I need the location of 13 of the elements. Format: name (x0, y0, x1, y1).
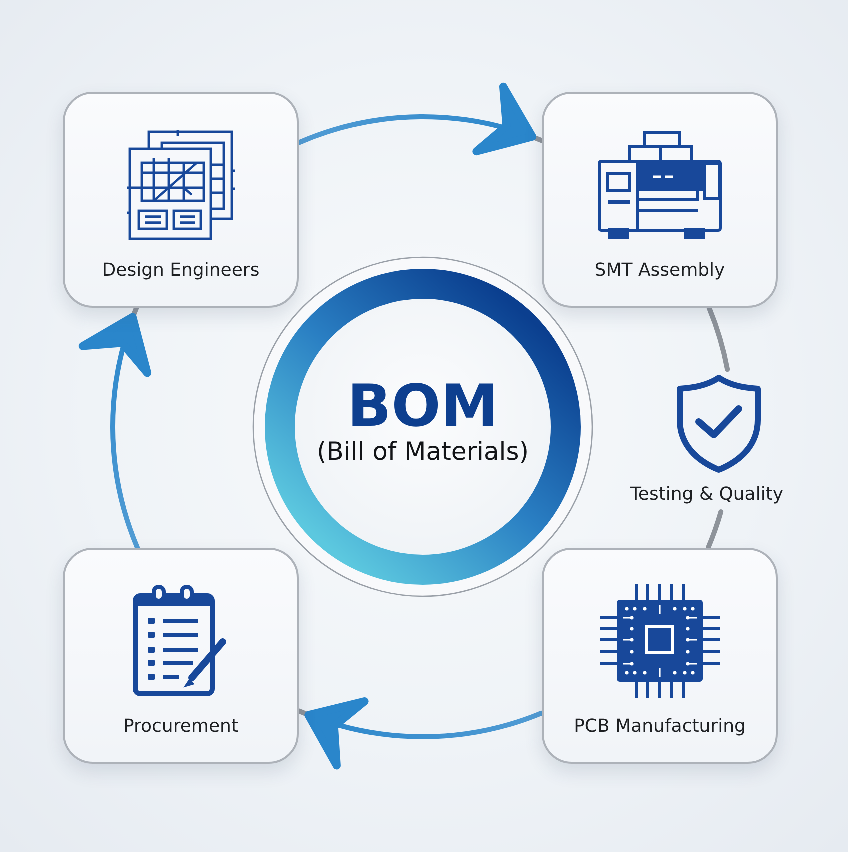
curved-line (706, 510, 724, 550)
hub-title: BOM (347, 375, 499, 437)
stage-label: Design Engineers (102, 260, 260, 281)
hub-subtitle: (Bill of Materials) (316, 437, 530, 467)
stage-label: Procurement (123, 716, 238, 737)
stage-card (542, 92, 778, 308)
stage-card (63, 548, 299, 764)
stage-card (542, 548, 778, 764)
stage-label: PCB Manufacturing (574, 716, 746, 737)
stage-label: Testing & Quality (630, 484, 784, 505)
stage-label: SMT Assembly (594, 260, 726, 281)
curved-line (706, 306, 730, 372)
stage-card (63, 92, 299, 308)
